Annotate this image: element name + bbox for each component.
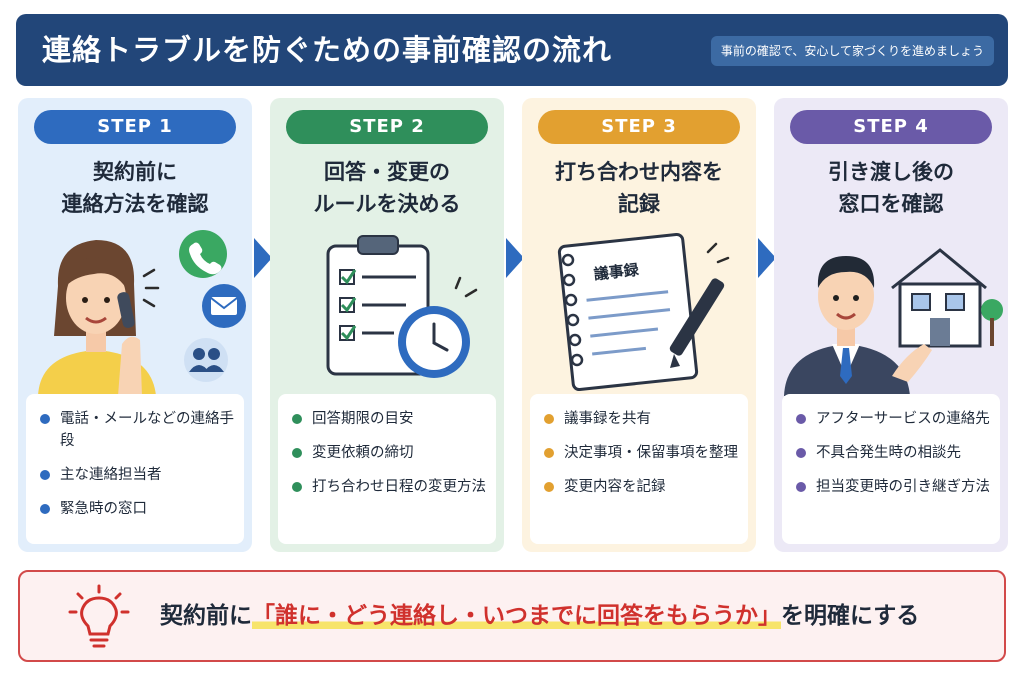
step-title-line: ルールを決める [313, 192, 461, 216]
notebook-label: 議事録 [593, 261, 641, 284]
people-icon [184, 338, 228, 382]
bullet-dot-icon [292, 482, 302, 492]
clock-icon [398, 276, 478, 378]
list-item-text: アフターサービスの連絡先 [816, 411, 990, 427]
summary-suffix: を明確にする [781, 603, 920, 629]
list-item-text: 議事録を共有 [564, 411, 651, 427]
step-title: 打ち合わせ内容を 記録 [522, 156, 756, 220]
list-item: 電話・メールなどの連絡手段 [40, 408, 234, 452]
header-banner: 連絡トラブルを防ぐための事前確認の流れ 事前の確認で、安心して家づくりを進めまし… [16, 14, 1008, 86]
summary-prefix: 契約前に [160, 603, 252, 629]
list-item-text: 決定事項・保留事項を整理 [564, 445, 738, 461]
list-item-text: 主な連絡担当者 [60, 467, 162, 483]
list-item: 不具合発生時の相談先 [796, 442, 990, 464]
step-title-line: 契約前に [93, 160, 177, 184]
step2-illustration [326, 235, 478, 378]
list-item: 議事録を共有 [544, 408, 738, 430]
summary-callout: 契約前に「誰に・どう連絡し・いつまでに回答をもらうか」を明確にする [18, 570, 1006, 662]
bullet-dot-icon [544, 482, 554, 492]
bullet-dot-icon [292, 448, 302, 458]
list-item: 緊急時の窓口 [40, 498, 234, 520]
bullet-dot-icon [544, 448, 554, 458]
step-checklist: 議事録を共有 決定事項・保留事項を整理 変更内容を記録 [530, 394, 748, 544]
list-item: 回答期限の目安 [292, 408, 486, 430]
step-title-line: 連絡方法を確認 [61, 192, 209, 216]
step-badge: STEP 4 [790, 110, 992, 144]
bullet-dot-icon [796, 414, 806, 424]
step3-illustration: 議事録 [557, 233, 730, 391]
list-item-text: 緊急時の窓口 [60, 501, 147, 517]
list-item-text: 不具合発生時の相談先 [816, 445, 961, 461]
step-badge: STEP 1 [34, 110, 236, 144]
step-title: 引き渡し後の 窓口を確認 [774, 156, 1008, 220]
arrow-right-icon [254, 238, 272, 278]
lightbulb-icon [68, 584, 130, 648]
list-item: 変更内容を記録 [544, 476, 738, 498]
list-item-text: 変更依頼の締切 [312, 445, 414, 461]
bullet-dot-icon [40, 470, 50, 480]
list-item-text: 電話・メールなどの連絡手段 [60, 411, 234, 449]
step-title: 回答・変更の ルールを決める [270, 156, 504, 220]
phone-icon [179, 230, 227, 278]
mail-icon [202, 284, 246, 328]
step-title-line: 引き渡し後の [828, 160, 954, 184]
step-title-line: 窓口を確認 [838, 192, 944, 216]
step-checklist: 回答期限の目安 変更依頼の締切 打ち合わせ日程の変更方法 [278, 394, 496, 544]
step-card-3: STEP 3 打ち合わせ内容を 記録 議事録 議事録を共有 決定事 [522, 98, 756, 552]
list-item: 打ち合わせ日程の変更方法 [292, 476, 486, 498]
step-badge: STEP 2 [286, 110, 488, 144]
tree-icon [981, 299, 1003, 346]
arrow-right-icon [758, 238, 776, 278]
step-title-line: 記録 [618, 192, 660, 216]
bullet-dot-icon [796, 448, 806, 458]
list-item-text: 変更内容を記録 [564, 479, 666, 495]
page-title: 連絡トラブルを防ぐための事前確認の流れ [42, 33, 613, 67]
arrow-right-icon [506, 238, 524, 278]
bullet-dot-icon [40, 504, 50, 514]
house-icon [891, 248, 987, 348]
step-badge: STEP 3 [538, 110, 740, 144]
header-subtitle: 事前の確認で、安心して家づくりを進めましょう [710, 36, 994, 66]
bullet-dot-icon [40, 414, 50, 424]
list-item-text: 回答期限の目安 [312, 411, 414, 427]
step-card-4: STEP 4 引き渡し後の 窓口を確認 アフター [774, 98, 1008, 552]
man-in-suit-icon [784, 256, 932, 396]
step-checklist: 電話・メールなどの連絡手段 主な連絡担当者 緊急時の窓口 [26, 394, 244, 544]
step-title: 契約前に 連絡方法を確認 [18, 156, 252, 220]
list-item: 決定事項・保留事項を整理 [544, 442, 738, 464]
summary-highlight: 「誰に・どう連絡し・いつまでに回答をもらうか」 [252, 603, 781, 629]
bullet-dot-icon [544, 414, 554, 424]
woman-on-phone-icon [38, 240, 160, 396]
list-item: 主な連絡担当者 [40, 464, 234, 486]
pen-icon [669, 242, 730, 368]
step-checklist: アフターサービスの連絡先 不具合発生時の相談先 担当変更時の引き継ぎ方法 [782, 394, 1000, 544]
step4-illustration [784, 248, 1003, 396]
list-item: 変更依頼の締切 [292, 442, 486, 464]
list-item: 担当変更時の引き継ぎ方法 [796, 476, 990, 498]
step-title-line: 回答・変更の [324, 160, 450, 184]
summary-text: 契約前に「誰に・どう連絡し・いつまでに回答をもらうか」を明確にする [160, 598, 919, 634]
step-card-1: STEP 1 契約前に 連絡方法を確認 [18, 98, 252, 552]
step-title-line: 打ち合わせ内容を [555, 160, 723, 184]
notebook-icon: 議事録 [557, 233, 699, 391]
list-item-text: 打ち合わせ日程の変更方法 [312, 479, 486, 495]
list-item-text: 担当変更時の引き継ぎ方法 [816, 479, 990, 495]
bullet-dot-icon [292, 414, 302, 424]
step1-illustration [38, 230, 246, 396]
bullet-dot-icon [796, 482, 806, 492]
list-item: アフターサービスの連絡先 [796, 408, 990, 430]
step-card-2: STEP 2 回答・変更の ルールを決める 回答期限の目安 変更依頼の締切 打ち [270, 98, 504, 552]
